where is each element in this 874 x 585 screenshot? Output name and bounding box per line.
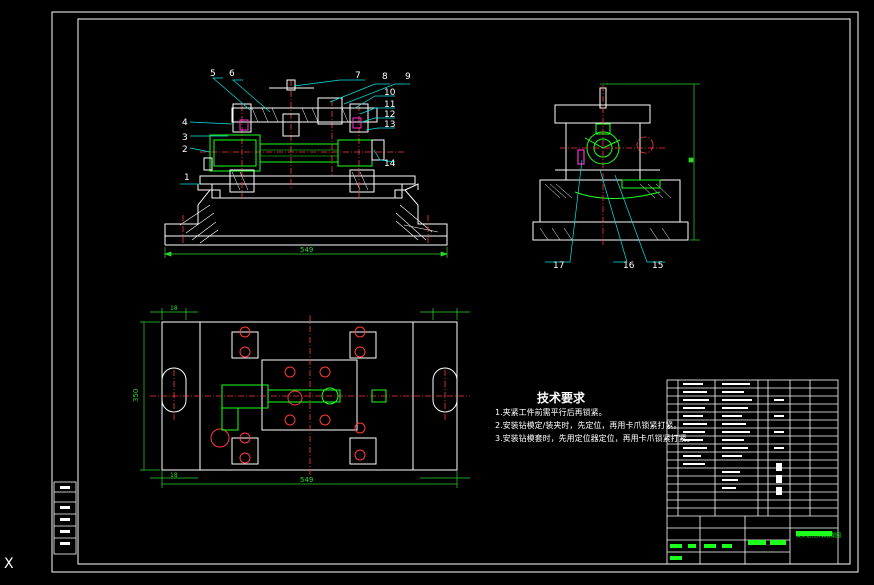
tech-requirement-line-3: 3.安装钻模套时，先用定位器定位，再用卡爪锁紧打紧。 (495, 434, 695, 443)
part-label-13: 13 (384, 120, 395, 130)
part-label-8: 8 (382, 72, 388, 82)
drawing-frame (51, 11, 859, 573)
title-block (666, 379, 839, 565)
side-view: 17 16 15 (532, 83, 700, 271)
front-view (163, 77, 449, 258)
part-label-10: 10 (384, 88, 396, 98)
drawing-title: 拨叉钻孔夹具装配图 (796, 532, 841, 539)
title-block-green-stamps (670, 531, 832, 560)
dimension-plan-slot-top: 18 (170, 305, 178, 312)
part-label-4: 4 (182, 118, 188, 128)
part-label-12: 12 (384, 110, 395, 120)
part-label-2: 2 (182, 145, 188, 155)
tech-requirement-line-2: 2.安装钻模定/装夹时，先定位，再用卡爪锁紧打紧。 (495, 421, 682, 430)
dimension-plan-width: 549 (300, 476, 313, 484)
part-label-5: 5 (210, 69, 216, 79)
part-label-17: 17 (553, 261, 564, 271)
part-label-6: 6 (229, 69, 235, 79)
plan-view: 549 350 18 18 (132, 305, 470, 488)
dimension-plan-slot-bottom: 18 (170, 472, 178, 479)
part-label-3: 3 (182, 133, 188, 143)
part-label-9: 9 (405, 72, 411, 82)
tech-requirements-title: 技术要求 (537, 391, 586, 405)
part-label-1: 1 (184, 173, 190, 183)
bom-text-blocks (683, 383, 784, 495)
left-margin-stamp (53, 481, 77, 555)
part-label-15: 15 (652, 261, 663, 271)
part-label-16: 16 (623, 261, 635, 271)
part-labels-front: 1 2 3 4 5 6 7 8 9 10 11 12 13 14 549 (182, 69, 411, 254)
ucs-axis-icon: X (4, 556, 14, 572)
tech-requirement-line-1: 1.夹紧工件前需平行后再锁紧。 (495, 408, 607, 417)
part-label-11: 11 (384, 100, 395, 110)
part-label-7: 7 (355, 71, 361, 81)
dimension-front-width: 549 (300, 246, 313, 254)
part-label-14: 14 (384, 159, 396, 169)
dimension-plan-height: 350 (132, 389, 140, 402)
